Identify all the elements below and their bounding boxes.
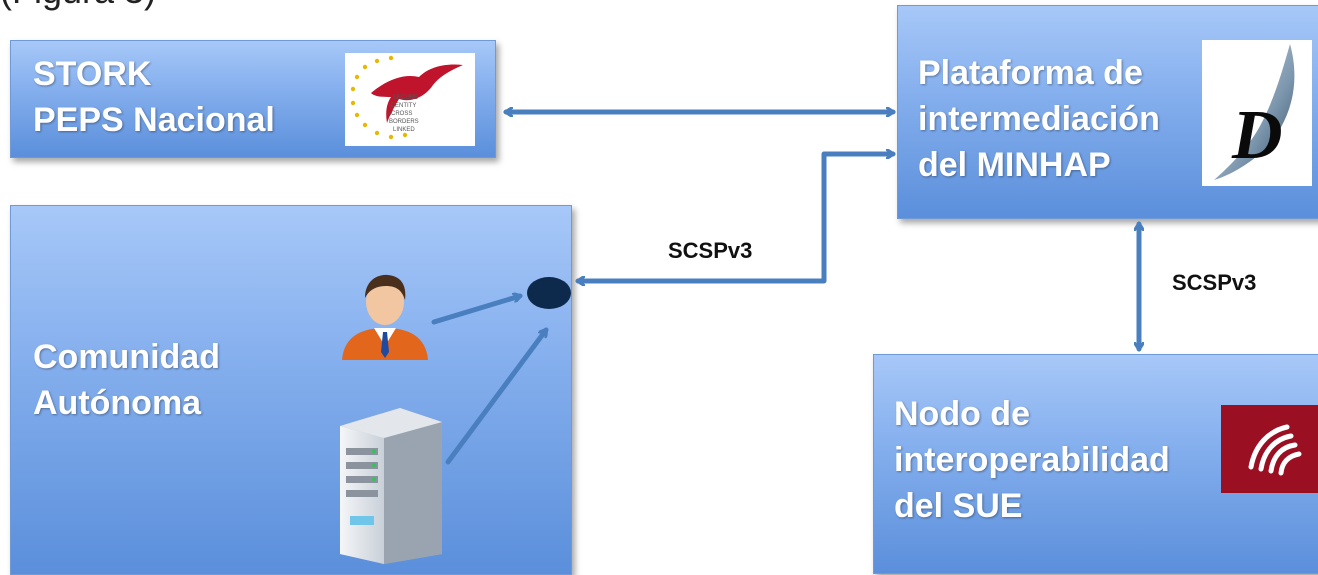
plataforma-box-text: Plataforma de intermediación del MINHAP [918,50,1160,188]
user-icon [338,272,432,360]
scspv3-label-right: SCSPv3 [1172,270,1257,295]
minhap-logo: D [1202,40,1312,186]
nodo-line-3: del SUE [894,487,1023,525]
plataforma-line-2: intermediación [918,100,1160,138]
stork-box-text: STORK PEPS Nacional [33,51,275,143]
scspv3-label-left: SCSPv3 [668,238,753,263]
server-icon [330,404,450,564]
stork-line-1: STORK [33,55,152,93]
nodo-line-2: interoperabilidad [894,441,1170,479]
plataforma-line-1: Plataforma de [918,54,1143,92]
stork-logo-text-4: BORDERS [389,119,419,125]
stork-logo-text-2: IDENTITY [389,103,416,109]
comunidad-line-1: Comunidad [33,338,220,376]
endpoint-node [527,277,571,309]
server-to-endpoint-arrow [445,327,549,465]
comunidad-autonoma-box: Comunidad Autónoma [10,205,572,575]
stork-line-2: PEPS Nacional [33,101,275,139]
figure-caption: (Figura 3) [0,0,156,12]
stork-logo: SECURE IDENTITY ACROSS BORDERS LINKED [345,53,475,146]
sue-logo [1221,405,1318,493]
stork-logo-text-1: SECURE [393,95,418,101]
comunidad-plataforma-arrow [575,154,896,281]
stork-peps-box: STORK PEPS Nacional SECURE IDENTITY ACRO… [10,40,496,158]
minhap-logo-letter: D [1231,97,1283,174]
nodo-sue-box: Nodo de interoperabilidad del SUE [873,354,1318,574]
nodo-box-text: Nodo de interoperabilidad del SUE [894,391,1170,529]
user-to-endpoint-arrow [431,296,523,325]
nodo-line-1: Nodo de [894,395,1030,433]
comunidad-line-2: Autónoma [33,384,202,422]
plataforma-minhap-box: Plataforma de intermediación del MINHAP … [897,5,1318,219]
comunidad-box-text: Comunidad Autónoma [33,334,220,426]
stork-logo-text-3: ACROSS [387,111,412,117]
stork-logo-text-5: LINKED [393,127,415,133]
plataforma-line-3: del MINHAP [918,146,1111,184]
